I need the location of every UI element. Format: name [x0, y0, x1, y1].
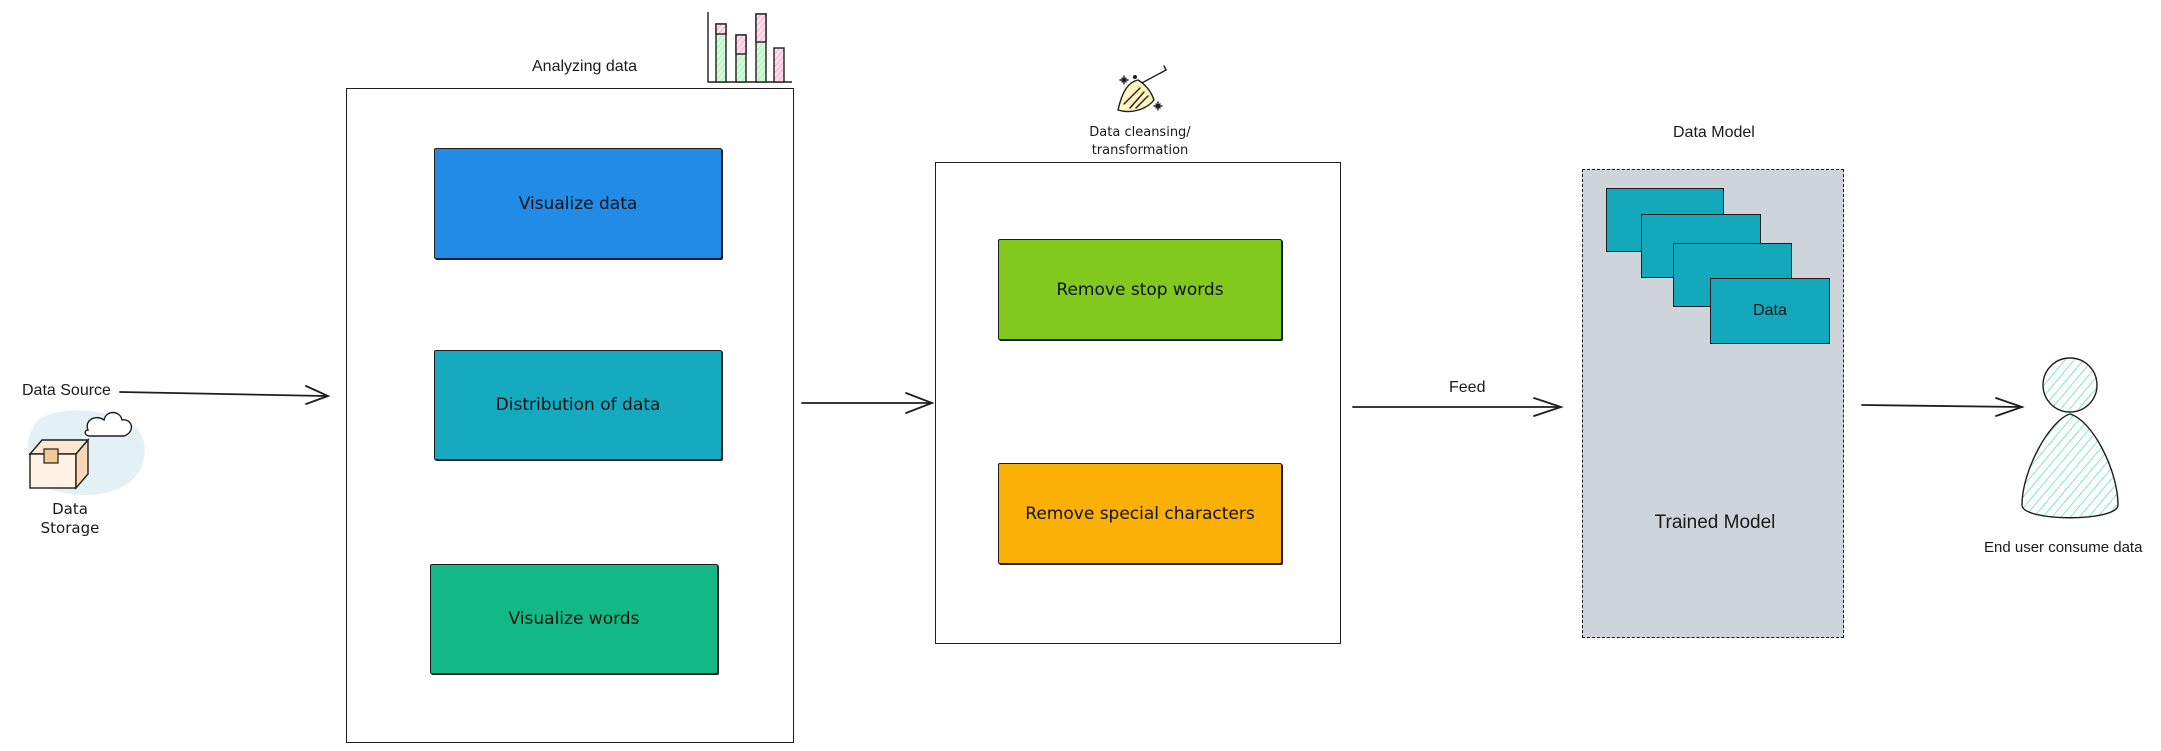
distribution-of-data-label: Distribution of data	[495, 395, 661, 415]
trained-model-label: Trained Model	[1654, 512, 1776, 533]
data-cleansing-panel	[935, 162, 1341, 644]
data-storage-label-line2: Storage	[40, 519, 100, 537]
data-cleansing-title-line2: transformation	[1091, 143, 1189, 158]
data-storage-label-line1: Data	[52, 500, 88, 518]
remove-stop-words-box: Remove stop words	[998, 239, 1282, 340]
analyzing-data-title: Analyzing data	[532, 58, 637, 75]
end-user-label: End user consume data	[1984, 539, 2143, 556]
arrow-feed	[1352, 397, 1564, 417]
arrow-model-to-user	[1861, 397, 2025, 417]
data-card-label: Data	[1753, 302, 1787, 319]
remove-stop-words-label: Remove stop words	[1056, 279, 1224, 300]
arrow-analyzing-to-cleansing	[801, 392, 935, 414]
visualize-data-label: Visualize data	[518, 193, 638, 214]
bar-chart-icon	[707, 12, 792, 83]
remove-special-characters-label: Remove special characters	[1025, 503, 1255, 524]
data-model-title: Data Model	[1673, 124, 1755, 141]
visualize-data-box: Visualize data	[434, 148, 722, 259]
visualize-words-label: Visualize words	[508, 609, 640, 629]
arrow-source-to-analyzing	[119, 385, 331, 405]
feed-label: Feed	[1449, 379, 1486, 396]
person-icon	[2021, 357, 2119, 519]
visualize-words-box: Visualize words	[430, 564, 718, 674]
data-source-label: Data Source	[22, 382, 111, 399]
data-cleansing-title-line1: Data cleansing/	[1089, 125, 1191, 140]
data-card-4: Data	[1710, 278, 1830, 344]
remove-special-characters-box: Remove special characters	[998, 463, 1282, 564]
broom-sparkle-icon	[1117, 65, 1167, 113]
distribution-of-data-box: Distribution of data	[434, 350, 722, 460]
box-cloud-icon	[27, 410, 145, 496]
